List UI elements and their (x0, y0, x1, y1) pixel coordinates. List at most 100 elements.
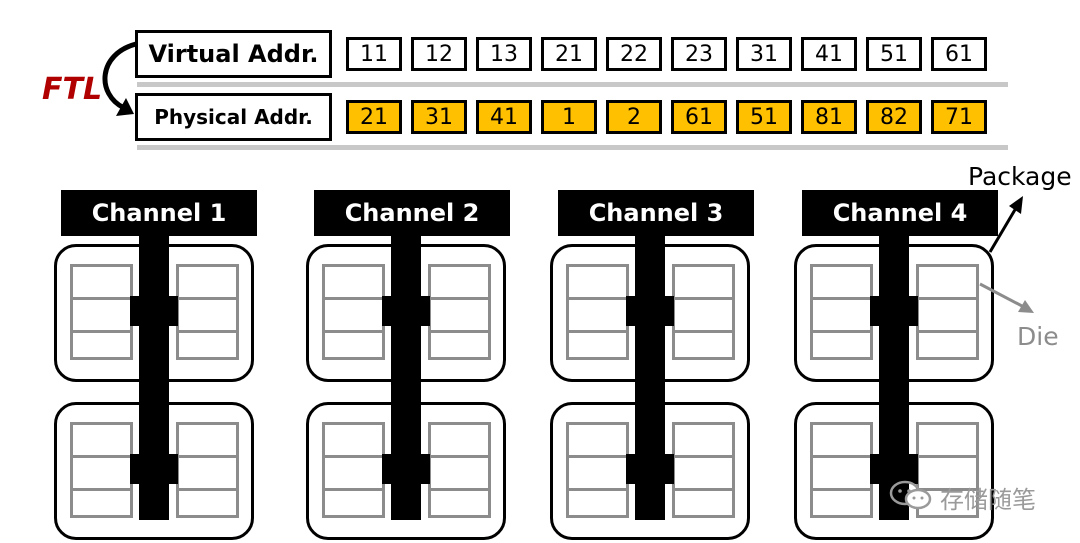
virtual-addr-cell: 61 (931, 37, 987, 71)
die-row (675, 458, 732, 491)
die-row (325, 491, 382, 521)
die-annotation: Die (1017, 322, 1059, 351)
package (54, 402, 254, 540)
die (176, 422, 239, 518)
physical-addr-cell: 82 (866, 100, 922, 134)
die-row (813, 425, 870, 458)
package-annotation: Package (968, 162, 1072, 191)
die (672, 264, 735, 360)
die-row (325, 425, 382, 458)
watermark: 存储随笔 (940, 486, 1036, 514)
die-row (569, 458, 626, 491)
channel-header: Channel 3 (558, 190, 754, 236)
physical-addr-cell: 61 (671, 100, 727, 134)
physical-addr-cell: 51 (736, 100, 792, 134)
die-row (813, 458, 870, 491)
die-row (325, 458, 382, 491)
die-row (569, 491, 626, 521)
die-row (73, 333, 130, 363)
physical-addr-cell: 1 (541, 100, 597, 134)
die-row (919, 300, 976, 333)
divider (137, 82, 1008, 87)
physical-addr-cell: 71 (931, 100, 987, 134)
die-row (179, 491, 236, 521)
die (810, 422, 873, 518)
die-row (813, 333, 870, 363)
die-row (325, 300, 382, 333)
die (322, 422, 385, 518)
die-row (431, 425, 488, 458)
die (428, 264, 491, 360)
virtual-addr-cell: 22 (606, 37, 662, 71)
die-row (73, 491, 130, 521)
divider (137, 145, 1008, 150)
wechat-icon (889, 480, 932, 510)
die (70, 422, 133, 518)
virtual-addr-cell: 31 (736, 37, 792, 71)
virtual-addr-cell: 13 (476, 37, 532, 71)
die-row (179, 458, 236, 491)
package-arrow-icon (988, 196, 1023, 253)
bus-connector (626, 454, 674, 484)
die-row (431, 458, 488, 491)
die-row (325, 333, 382, 363)
die-row (325, 267, 382, 300)
bus-connector (870, 296, 918, 326)
die-row (179, 425, 236, 458)
die (322, 264, 385, 360)
bus-connector (130, 296, 178, 326)
die-row (179, 267, 236, 300)
die-row (569, 333, 626, 363)
die (916, 264, 979, 360)
die-row (919, 267, 976, 300)
die-row (675, 491, 732, 521)
virtual-addr-cell: 41 (801, 37, 857, 71)
die (70, 264, 133, 360)
virtual-addr-cell: 11 (346, 37, 402, 71)
virtual-addr-label: Virtual Addr. (135, 30, 332, 78)
die-row (73, 300, 130, 333)
physical-addr-label: Physical Addr. (135, 93, 332, 141)
die-row (569, 267, 626, 300)
channel-header: Channel 1 (61, 190, 257, 236)
die-row (179, 300, 236, 333)
physical-addr-cell: 81 (801, 100, 857, 134)
die-row (919, 333, 976, 363)
die-row (813, 267, 870, 300)
bus-connector (870, 454, 918, 484)
die (672, 422, 735, 518)
die-row (569, 425, 626, 458)
bus-connector (130, 454, 178, 484)
die-row (179, 333, 236, 363)
die-row (73, 267, 130, 300)
die-row (675, 333, 732, 363)
die-row (73, 458, 130, 491)
die (810, 264, 873, 360)
ftl-label: FTL (42, 72, 103, 107)
die-row (813, 300, 870, 333)
die-arrow-icon (979, 282, 1034, 313)
die-row (431, 491, 488, 521)
physical-addr-cell: 41 (476, 100, 532, 134)
die-row (73, 425, 130, 458)
die (566, 264, 629, 360)
die-row (431, 267, 488, 300)
bus-connector (382, 454, 430, 484)
die-row (675, 267, 732, 300)
die-row (431, 300, 488, 333)
virtual-addr-cell: 51 (866, 37, 922, 71)
die-row (431, 333, 488, 363)
die-row (675, 300, 732, 333)
die-row (569, 300, 626, 333)
die-row (813, 491, 870, 521)
virtual-addr-cell: 12 (411, 37, 467, 71)
die (176, 264, 239, 360)
physical-addr-cell: 2 (606, 100, 662, 134)
channel-header: Channel 2 (314, 190, 510, 236)
virtual-addr-cell: 23 (671, 37, 727, 71)
die (566, 422, 629, 518)
channel-header: Channel 4 (802, 190, 998, 236)
physical-addr-cell: 31 (411, 100, 467, 134)
die-row (675, 425, 732, 458)
virtual-addr-cell: 21 (541, 37, 597, 71)
